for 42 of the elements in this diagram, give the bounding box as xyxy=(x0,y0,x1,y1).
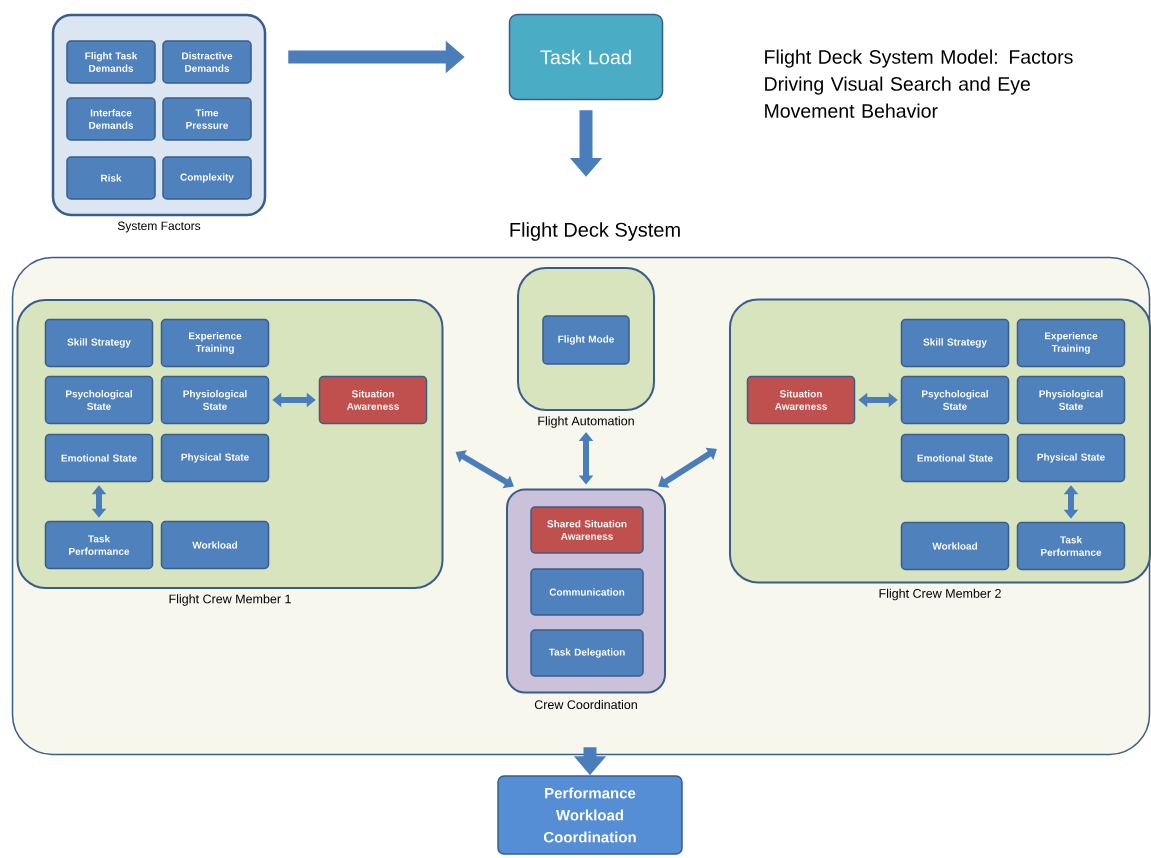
factor-box: Emotional State xyxy=(44,433,154,483)
factor-box: Workload xyxy=(900,521,1010,571)
awareness-box: Situation Awareness xyxy=(318,375,428,425)
result-box: Performance Workload Coordination xyxy=(497,775,683,855)
group-label: Flight Deck System xyxy=(510,222,680,241)
factor-box: Physiological State xyxy=(1016,375,1126,425)
factor-box: Workload xyxy=(160,520,270,570)
task-load-box: Task Load xyxy=(508,13,664,101)
factor-box: Physiological State xyxy=(160,375,270,425)
diagram-title: Flight Deck System Model: Factors Driving Visual Search and Eye Movement Behavior xyxy=(765,49,1073,118)
factor-box: Complexity xyxy=(162,156,252,200)
block-arrow xyxy=(1063,485,1079,519)
group-label: Flight Crew Member 2 xyxy=(879,588,1001,601)
block-arrow xyxy=(858,392,898,408)
group-label: Crew Coordination xyxy=(534,699,637,710)
factor-box: Physical State xyxy=(160,433,270,483)
factor-box: Time Pressure xyxy=(162,97,252,141)
block-arrow xyxy=(272,392,316,408)
factor-box: Distractive Demands xyxy=(162,40,252,84)
factor-box: Task Performance xyxy=(1016,521,1126,571)
factor-box: Task Delegation xyxy=(530,629,644,677)
factor-box: Interface Demands xyxy=(66,97,156,141)
factor-box: Flight Task Demands xyxy=(66,40,156,84)
group-label: Flight Crew Member 1 xyxy=(169,594,291,606)
factor-box: Experience Training xyxy=(160,318,270,368)
group-label: Flight Automation xyxy=(538,416,634,428)
factor-box: Physical State xyxy=(1016,433,1126,483)
factor-box: Emotional State xyxy=(900,433,1010,483)
factor-box: Skill Strategy xyxy=(44,318,154,368)
factor-box: Risk xyxy=(66,156,156,200)
factor-box: Experience Training xyxy=(1016,318,1126,368)
factor-box: Flight Mode xyxy=(542,315,630,365)
awareness-box: Shared Situation Awareness xyxy=(530,506,644,554)
group-label: System Factors xyxy=(117,221,201,233)
factor-box: Skill Strategy xyxy=(900,318,1010,368)
factor-box: Task Performance xyxy=(44,520,154,570)
awareness-box: Situation Awareness xyxy=(746,375,856,425)
block-arrow xyxy=(91,485,107,518)
factor-box: Communication xyxy=(530,568,644,616)
block-arrow xyxy=(658,447,717,488)
factor-box: Psychological State xyxy=(900,375,1010,425)
factor-box: Psychological State xyxy=(44,375,154,425)
